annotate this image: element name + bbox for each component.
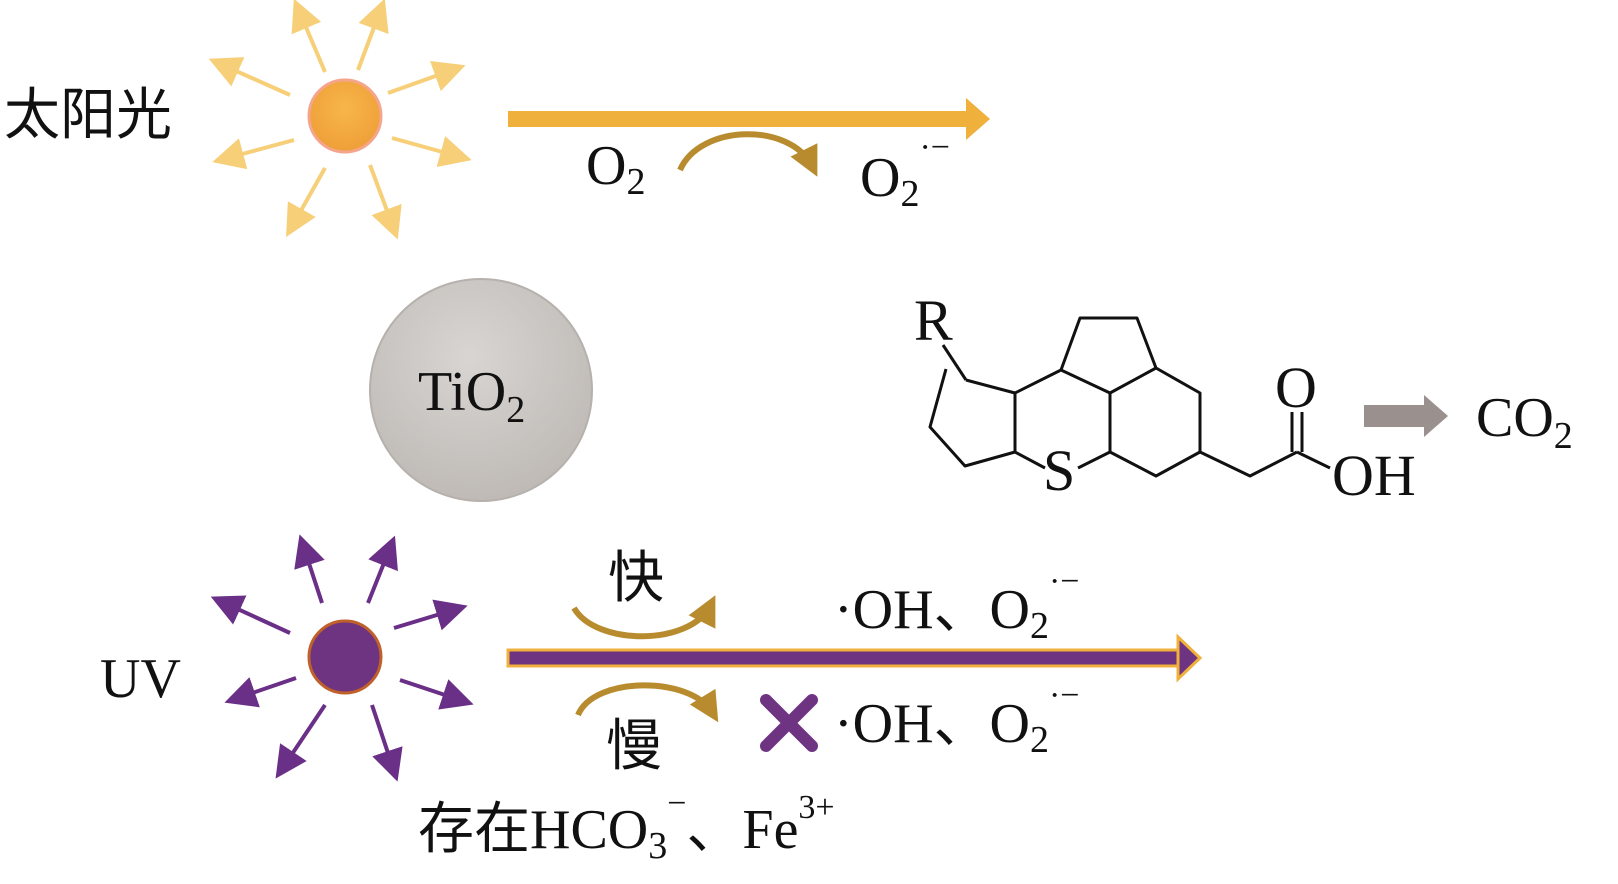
fast-curve xyxy=(571,595,716,640)
o2-reactant-label: O2 xyxy=(586,135,645,203)
uv-source-icon xyxy=(210,534,474,782)
hydroxyl-label: OH xyxy=(1332,443,1416,508)
cross-mark-icon xyxy=(760,694,818,752)
co2-label: CO2 xyxy=(1476,387,1573,457)
mineralization-arrow xyxy=(1364,395,1448,437)
molecule-structure xyxy=(928,316,1331,478)
sulfur-label: S xyxy=(1043,438,1075,503)
slow-curve xyxy=(575,682,719,723)
tio2-label: TiO2 xyxy=(418,361,525,431)
fast-label: 快 xyxy=(608,548,664,610)
tio2-particle: TiO2 xyxy=(369,278,593,502)
o2-conversion-curve xyxy=(677,131,818,177)
carbonyl-oxygen-label: O xyxy=(1275,355,1317,420)
r-group-label: R xyxy=(914,288,953,353)
fast-products-label: ·OH、O2·− xyxy=(834,563,1079,647)
uv-reaction-arrow xyxy=(506,633,1203,683)
sunlight-reaction-arrow xyxy=(508,98,990,140)
condition-label: 存在HCO3−、Fe3+ xyxy=(418,785,835,867)
slow-label: 慢 xyxy=(606,716,662,778)
slow-products-label: ·OH、O2·− xyxy=(834,677,1079,761)
sunlight-label: 太阳光 xyxy=(4,85,172,147)
sun-icon xyxy=(208,0,472,240)
uv-label: UV xyxy=(100,648,181,710)
o2-radical-label: O2·− xyxy=(860,129,950,215)
